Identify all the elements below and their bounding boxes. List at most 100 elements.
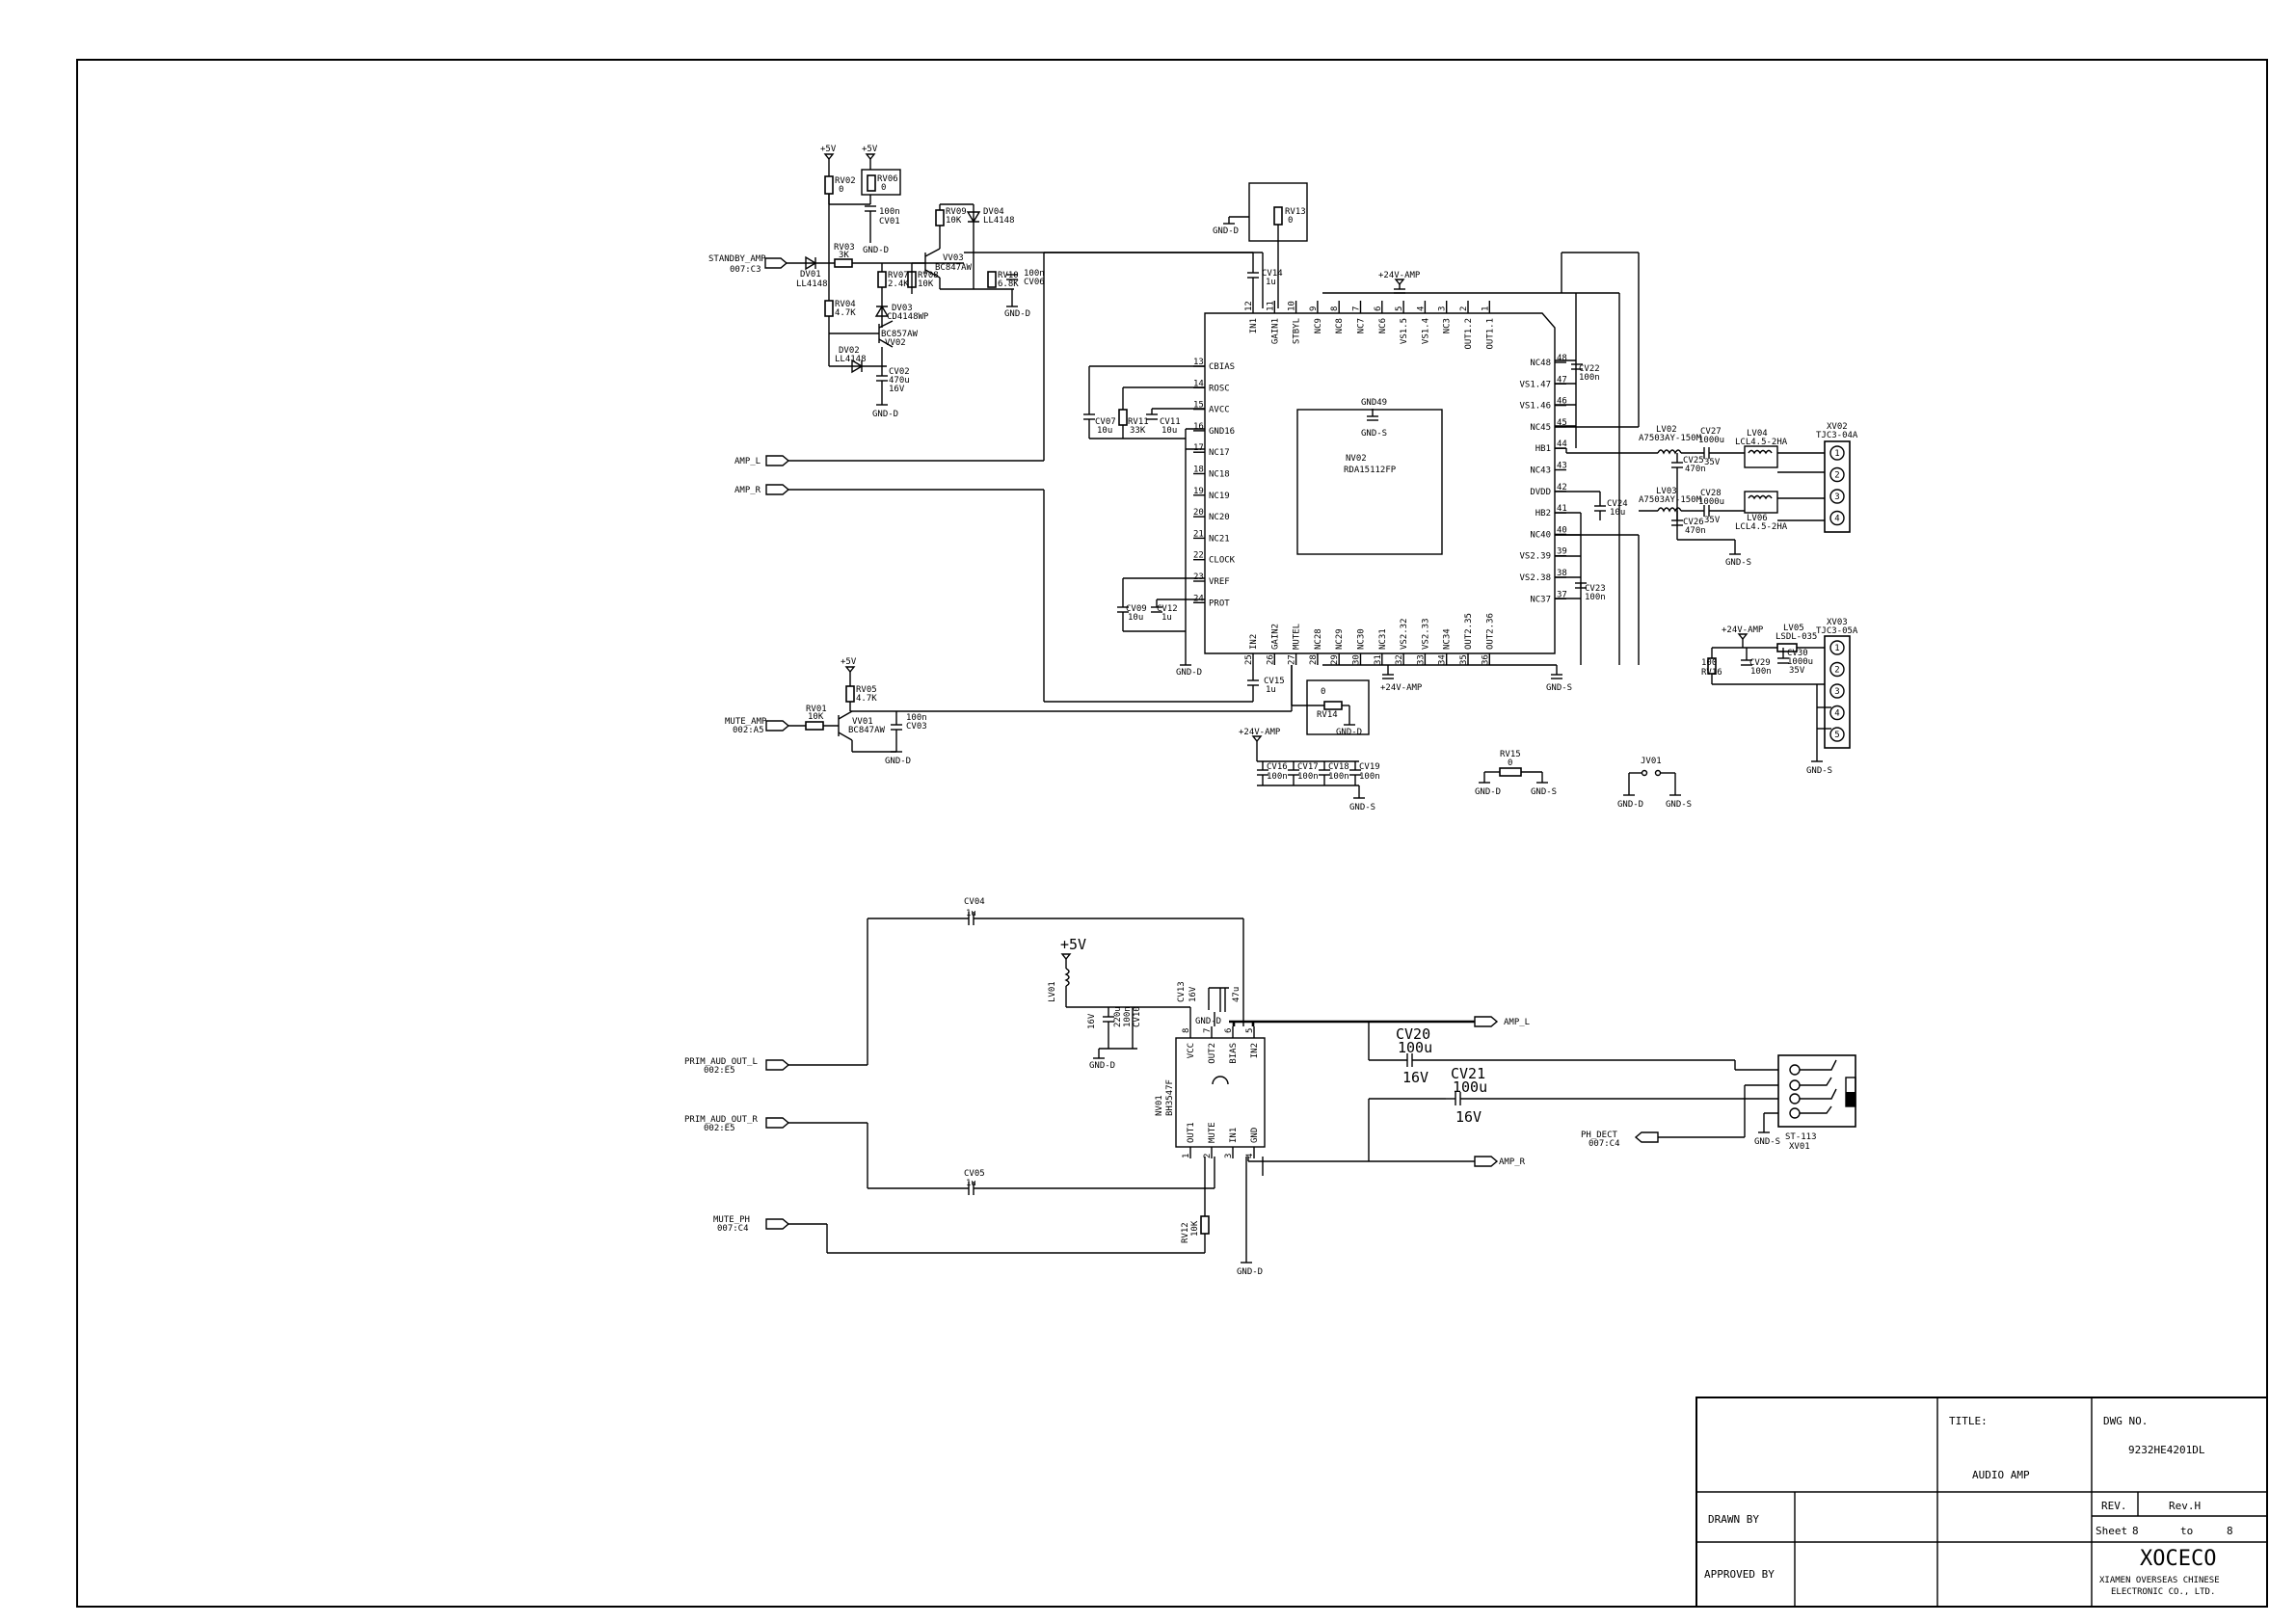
vs-decoupling: +24V-AMP CV16100nCV17100nCV18100nCV19100… xyxy=(1239,728,1380,812)
prim-l-port[interactable] xyxy=(765,1059,790,1071)
svg-text:AMP_R: AMP_R xyxy=(1499,1157,1526,1167)
svg-text:VV01: VV01 xyxy=(852,717,873,727)
pin-num-45: 45 xyxy=(1557,418,1567,428)
pin-num-19: 19 xyxy=(1193,487,1204,496)
resistor-rv14 xyxy=(1323,701,1343,710)
svg-text:LL4148: LL4148 xyxy=(835,355,867,364)
cap-value-cv18: 100n xyxy=(1328,772,1349,782)
amp-l-out-port[interactable] xyxy=(1474,1016,1499,1027)
cap-value-cv19: 100n xyxy=(1359,772,1380,782)
svg-text:100: 100 xyxy=(1701,658,1717,668)
pin-label-nc28: NC28 xyxy=(1314,628,1323,650)
svg-text:XV02: XV02 xyxy=(1827,422,1848,432)
svg-text:35V: 35V xyxy=(1704,516,1721,525)
svg-text:4.7K: 4.7K xyxy=(856,694,877,704)
svg-text:XV03: XV03 xyxy=(1827,618,1848,627)
pin-num-47: 47 xyxy=(1557,375,1567,385)
svg-text:RV07: RV07 xyxy=(888,271,909,280)
resistor-rv01 xyxy=(805,721,824,731)
pin-label-vs2_39: VS2.39 xyxy=(1519,552,1551,562)
cap-cv19: CV19 xyxy=(1359,762,1380,772)
ic-right-parts: CV22 100n CV24 10u CV23 100n xyxy=(1555,252,1640,665)
pin-num-22: 22 xyxy=(1193,551,1204,561)
svg-text:PH_DECT: PH_DECT xyxy=(1581,1131,1618,1140)
svg-text:CV03: CV03 xyxy=(906,722,927,732)
svg-text:AMP_L: AMP_L xyxy=(1504,1018,1530,1027)
svg-text:CV29: CV29 xyxy=(1749,658,1771,668)
prim-r-port[interactable] xyxy=(765,1117,790,1129)
svg-text:100n: 100n xyxy=(1750,667,1772,677)
svg-text:CV26: CV26 xyxy=(1683,518,1704,527)
pin-label-dvdd: DVDD xyxy=(1530,488,1551,497)
svg-text:BC847AW: BC847AW xyxy=(848,726,886,735)
svg-text:10K: 10K xyxy=(808,712,824,722)
xv03-pins-pin-num: 3 xyxy=(1834,687,1839,697)
hp-pin-num-5: 5 xyxy=(1245,1028,1255,1033)
svg-text:1u: 1u xyxy=(966,1179,976,1188)
title-label: TITLE: xyxy=(1949,1415,1988,1427)
svg-text:RV10: RV10 xyxy=(998,271,1019,280)
rev-label: REV. xyxy=(2101,1500,2127,1512)
svg-text:CV25: CV25 xyxy=(1683,456,1704,466)
svg-text:16V: 16V xyxy=(1402,1069,1428,1086)
svg-text:GND-S: GND-S xyxy=(1754,1137,1780,1147)
svg-text:DV02: DV02 xyxy=(839,346,860,356)
svg-text:MUTE_AMP: MUTE_AMP xyxy=(725,717,767,727)
amp-l-port[interactable] xyxy=(765,455,790,466)
pin-label-nc17: NC17 xyxy=(1209,448,1230,458)
cap-value-cv16: 100n xyxy=(1267,772,1288,782)
mute-amp-port[interactable] xyxy=(765,720,790,732)
svg-text:AMP_L: AMP_L xyxy=(734,457,761,466)
resistor-rv05 xyxy=(845,685,855,703)
svg-text:PRIM_AUD_OUT_R: PRIM_AUD_OUT_R xyxy=(684,1115,758,1125)
xv03-pins-pin xyxy=(1829,661,1845,678)
svg-text:CV06: CV06 xyxy=(1024,278,1045,287)
pin-label-nc43: NC43 xyxy=(1530,466,1551,476)
pin-label-nc7: NC7 xyxy=(1357,318,1367,333)
pin-label-vs2_38: VS2.38 xyxy=(1519,573,1551,583)
pin-label-nc19: NC19 xyxy=(1209,492,1230,501)
svg-text:007:C4: 007:C4 xyxy=(1589,1139,1620,1149)
mute-ph-port[interactable] xyxy=(765,1218,790,1230)
pin-num-7: 7 xyxy=(1352,306,1362,311)
svg-text:GND-D: GND-D xyxy=(872,410,898,419)
svg-text:CV12: CV12 xyxy=(1157,604,1178,614)
svg-text:220u: 220u xyxy=(1113,1006,1123,1027)
ph-dect-port[interactable] xyxy=(1634,1131,1659,1143)
svg-text:BC847AW: BC847AW xyxy=(935,263,973,273)
svg-text:35V: 35V xyxy=(1789,666,1805,676)
pin-label-vs1_4: VS1.4 xyxy=(1421,318,1430,344)
title-block: TITLE: AUDIO AMP DWG NO. 9232HE4201DL DR… xyxy=(1695,1397,2268,1608)
svg-text:10u: 10u xyxy=(1128,613,1143,623)
standby-port[interactable] xyxy=(764,257,788,269)
hp-pin-label-gnd: GND xyxy=(1250,1128,1260,1143)
hp-pin-num-3: 3 xyxy=(1224,1154,1234,1158)
diode-dv01 xyxy=(805,255,817,271)
amp-r-out-port[interactable] xyxy=(1474,1156,1499,1167)
svg-text:CV10: CV10 xyxy=(1133,1006,1142,1027)
pin-num-36: 36 xyxy=(1481,654,1490,665)
pin-label-stbyl: STBYL xyxy=(1293,318,1302,344)
pin-label-rosc: ROSC xyxy=(1209,384,1230,393)
svg-text:+5V: +5V xyxy=(862,145,878,154)
diode-dv02 xyxy=(851,359,864,374)
svg-text:+24V-AMP: +24V-AMP xyxy=(1378,271,1421,280)
power-5v-b xyxy=(865,153,876,161)
svg-text:DV01: DV01 xyxy=(800,270,821,279)
xv02-pins-pin-num: 2 xyxy=(1834,471,1839,481)
pin-label-nc48: NC48 xyxy=(1530,359,1551,368)
svg-text:RV12: RV12 xyxy=(1181,1222,1190,1243)
pin-num-14: 14 xyxy=(1193,379,1204,388)
pin-num-39: 39 xyxy=(1557,547,1567,557)
inductor-lv01 xyxy=(1064,968,1070,987)
svg-text:GND-S: GND-S xyxy=(1725,558,1751,568)
svg-text:+5V: +5V xyxy=(1060,936,1086,953)
cv14: CV14 1u xyxy=(1247,253,1283,301)
pin-num-35: 35 xyxy=(1459,654,1469,665)
svg-text:CD4148WP: CD4148WP xyxy=(887,312,929,322)
diode-dv03 xyxy=(874,305,890,317)
pin-num-25: 25 xyxy=(1244,654,1254,665)
amp-r-port[interactable] xyxy=(765,484,790,495)
pin-label-gnd16: GND16 xyxy=(1209,427,1235,437)
pin-label-mutel: MUTEL xyxy=(1293,624,1302,650)
